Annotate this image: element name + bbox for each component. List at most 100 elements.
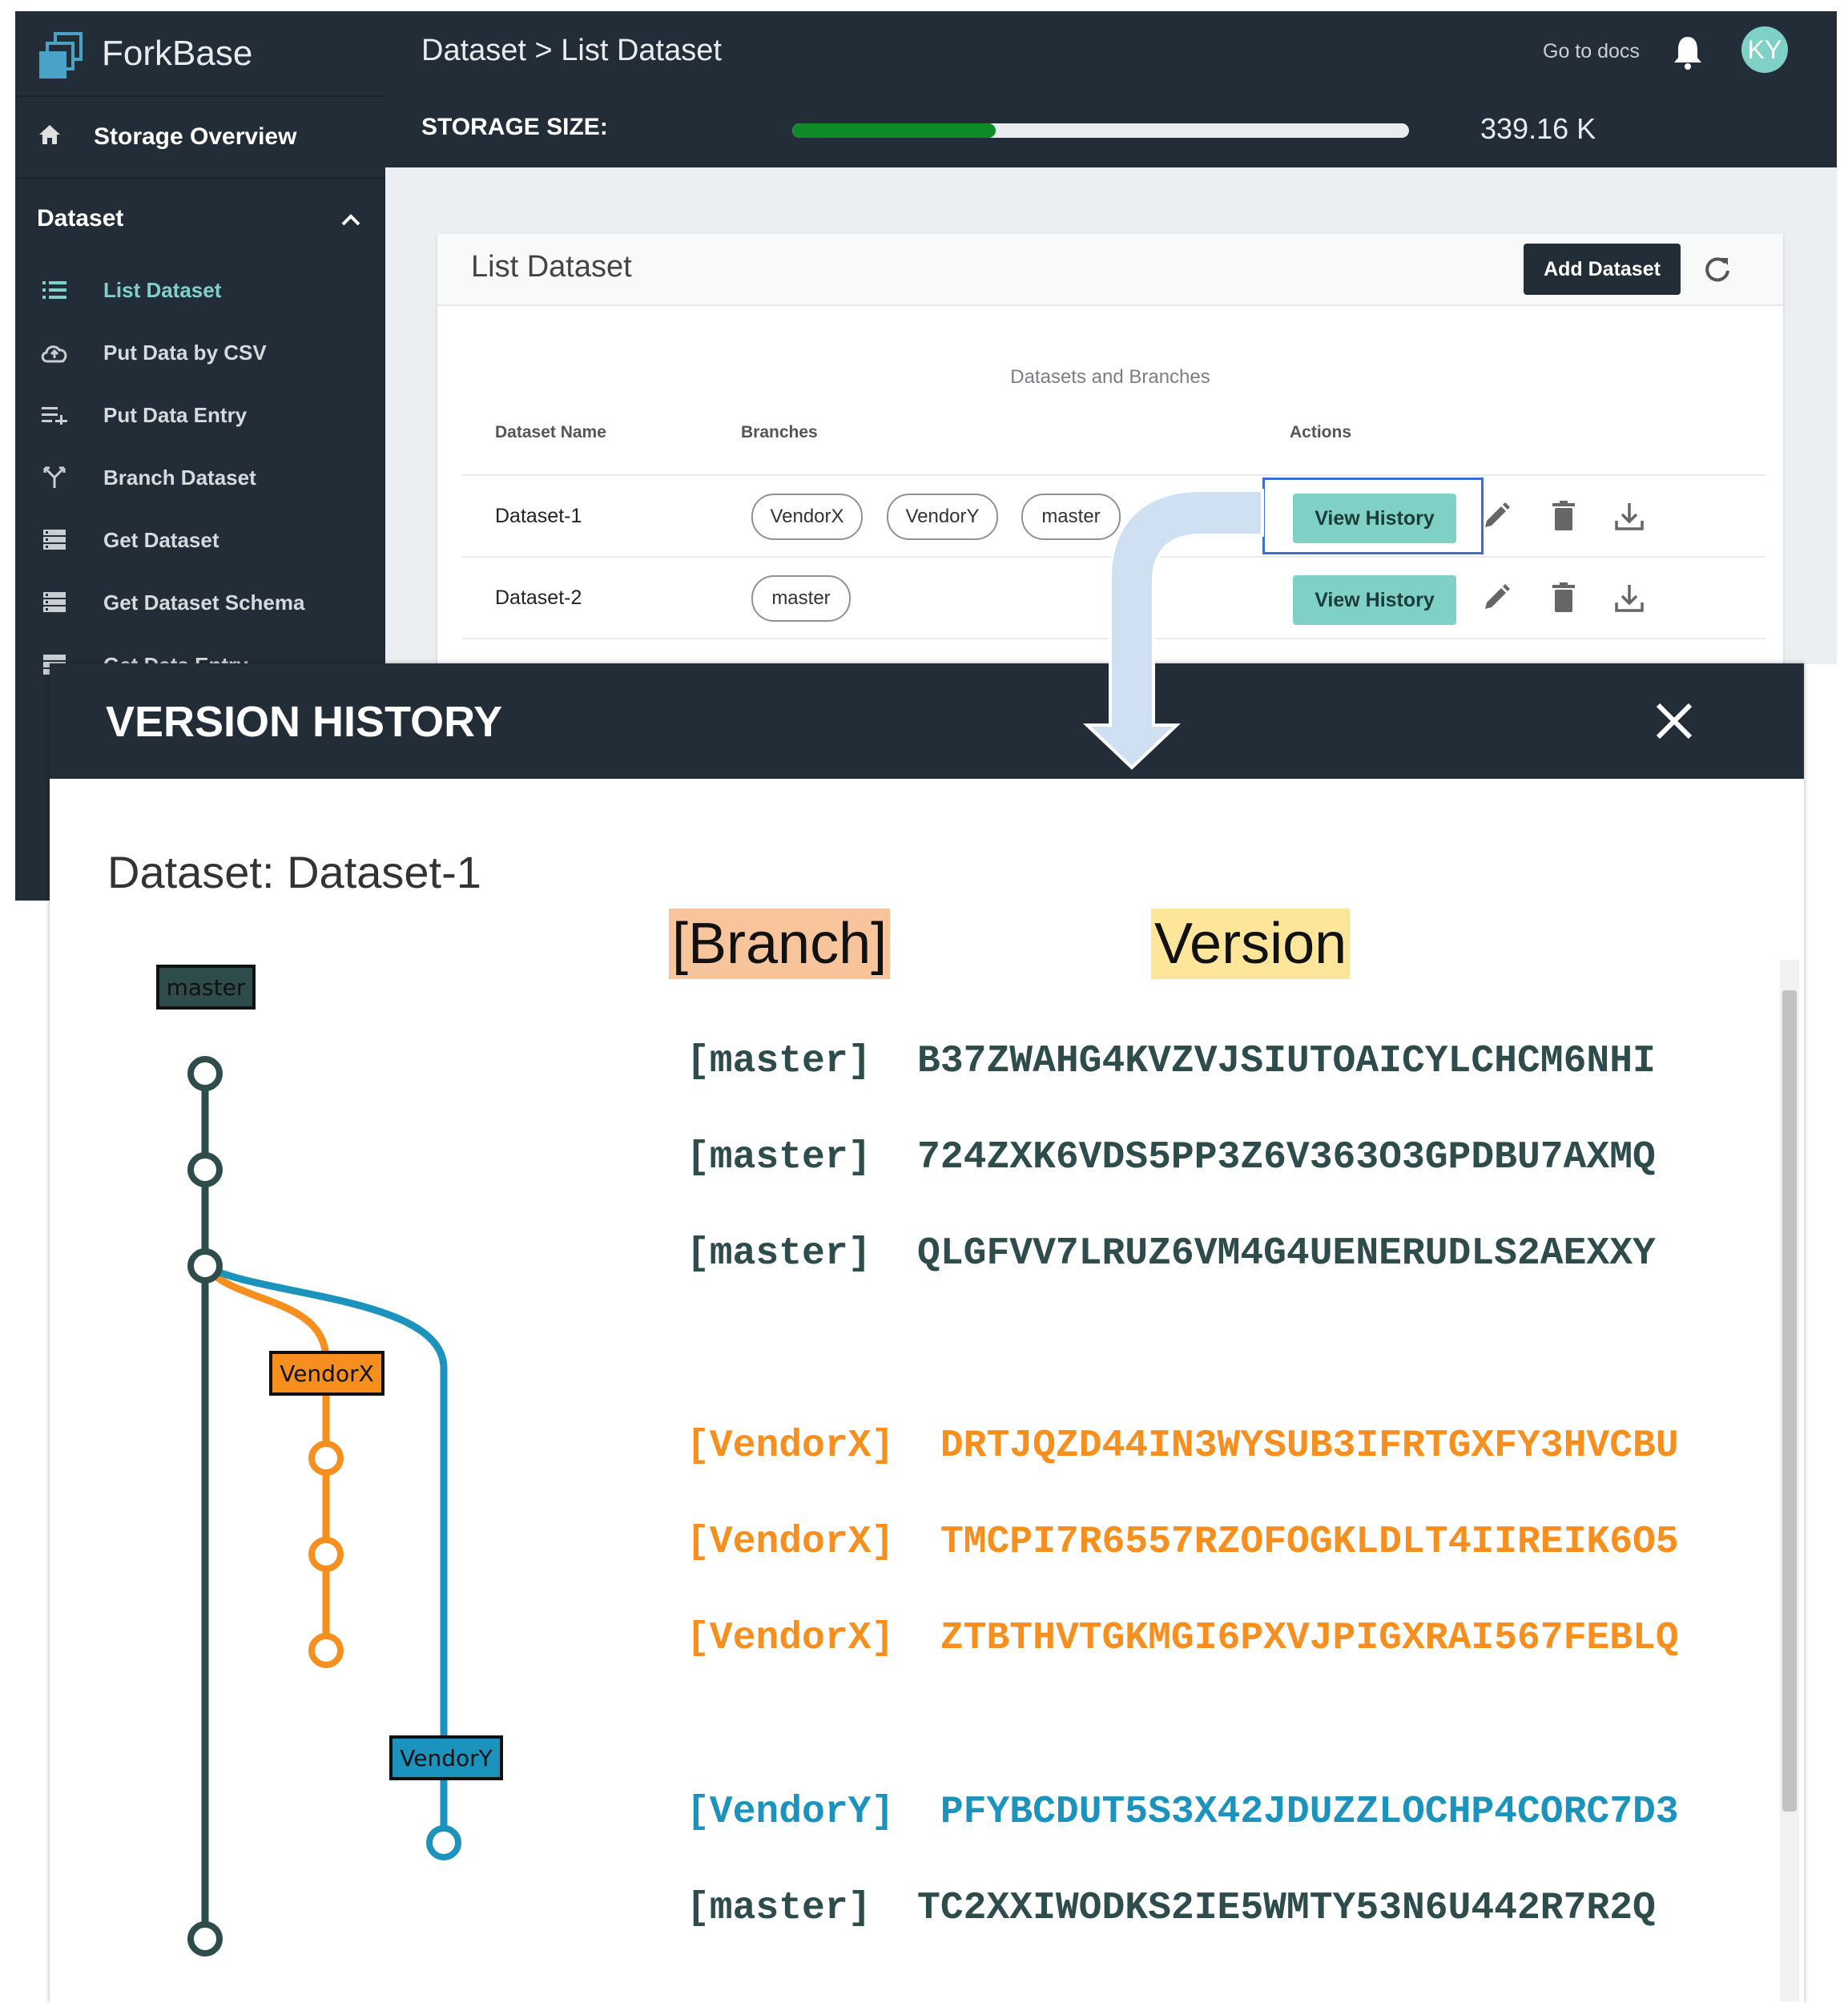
column-header-dataset-name: Dataset Name <box>495 423 606 441</box>
sidebar-item-label: Branch Dataset <box>103 465 256 490</box>
commit-node <box>187 1152 223 1187</box>
sidebar-item-put-data-entry[interactable]: Put Data Entry <box>15 384 385 446</box>
vendorx-branch-line <box>202 1263 330 1650</box>
scrollbar[interactable] <box>1780 960 1799 2001</box>
version-row[interactable]: [VendorX] ZTBTHVTGKMGI6PXVJPIGXRAI567FEB… <box>686 1617 1679 1660</box>
sidebar-item-branch-dataset[interactable]: Branch Dataset <box>15 446 385 509</box>
brand[interactable]: ForkBase <box>15 11 385 97</box>
view-history-button[interactable]: View History <box>1293 494 1456 543</box>
storage-size-label: STORAGE SIZE: <box>421 114 608 140</box>
version-branch: [master] <box>686 1887 872 1930</box>
edit-icon[interactable] <box>1479 580 1514 615</box>
card-title: List Dataset <box>471 250 632 284</box>
commit-node <box>187 1248 223 1284</box>
sidebar-item-label: Get Dataset <box>103 527 219 552</box>
version-hash: DRTJQZD44IN3WYSUB3IFRTGXFY3HVCBU <box>940 1425 1679 1468</box>
chevron-up-icon <box>340 205 361 232</box>
version-graph: master VendorX VendorY <box>156 965 503 1957</box>
dataset-label: Dataset: Dataset-1 <box>107 847 481 897</box>
branch-chip[interactable]: VendorY <box>887 494 998 540</box>
commit-node <box>308 1537 344 1572</box>
vendorx-tag-box <box>269 1351 384 1396</box>
column-header-actions: Actions <box>1290 423 1352 441</box>
branch-chip[interactable]: master <box>1021 494 1121 540</box>
avatar[interactable]: KY <box>1741 26 1788 73</box>
refresh-icon[interactable] <box>1701 253 1733 285</box>
commit-node <box>308 1633 344 1668</box>
storage-icon <box>38 530 71 550</box>
sidebar-item-label: Put Data by CSV <box>103 340 267 365</box>
version-row[interactable]: [VendorY] PFYBCDUT5S3X42JDUZZLOCHP4CORC7… <box>686 1791 1679 1834</box>
table-row: Dataset-1 VendorX VendorY master View Hi… <box>461 474 1765 558</box>
version-hash: 724ZXK6VDS5PP3Z6V363O3GPDBU7AXMQ <box>917 1136 1656 1179</box>
modal-title: VERSION HISTORY <box>106 698 503 746</box>
version-branch: [master] <box>686 1040 872 1083</box>
card-header: List Dataset Add Dataset <box>437 234 1783 306</box>
version-row[interactable]: [VendorX] TMCPI7R6557RZOFOGKLDLT4IIREIK6… <box>686 1521 1679 1564</box>
commit-node <box>187 1921 223 1957</box>
home-icon <box>38 123 70 152</box>
branch-chip[interactable]: VendorX <box>751 494 863 540</box>
version-row[interactable]: [master] B37ZWAHG4KVZVJSIUTOAICYLCHCM6NH… <box>686 1040 1656 1083</box>
scrollbar-thumb[interactable] <box>1782 990 1797 1812</box>
bell-icon[interactable] <box>1671 34 1705 71</box>
version-history-modal: VERSION HISTORY Dataset: Dataset-1 [Bran… <box>50 663 1804 2003</box>
version-hash: TMCPI7R6557RZOFOGKLDLT4IIREIK6O5 <box>940 1521 1679 1564</box>
table-row: Dataset-2 master View History <box>461 556 1765 639</box>
modal-header: VERSION HISTORY <box>50 663 1804 779</box>
breadcrumb: Dataset > List Dataset <box>421 34 722 67</box>
sidebar-item-put-data-csv[interactable]: Put Data by CSV <box>15 321 385 384</box>
version-branch: [VendorY] <box>686 1791 895 1834</box>
view-history-button[interactable]: View History <box>1293 575 1456 625</box>
delete-icon[interactable] <box>1546 580 1581 615</box>
edit-icon[interactable] <box>1479 498 1514 534</box>
list-icon <box>38 280 71 300</box>
table-caption: Datasets and Branches <box>1010 366 1210 388</box>
version-row[interactable]: [master] 724ZXK6VDS5PP3Z6V363O3GPDBU7AXM… <box>686 1136 1656 1179</box>
close-icon[interactable] <box>1652 699 1697 744</box>
storage-icon <box>38 592 71 613</box>
version-column-label: Version <box>1151 909 1351 979</box>
download-icon[interactable] <box>1612 580 1647 615</box>
docs-link[interactable]: Go to docs <box>1543 40 1640 62</box>
vendory-tag: VendorY <box>400 1745 493 1771</box>
master-tag-box <box>156 965 256 1010</box>
version-branch: [VendorX] <box>686 1617 895 1660</box>
download-icon[interactable] <box>1612 498 1647 534</box>
sidebar-item-get-dataset[interactable]: Get Dataset <box>15 509 385 571</box>
version-row[interactable]: [master] QLGFVV7LRUZ6VM4G4UENERUDLS2AEXX… <box>686 1232 1656 1276</box>
forkbase-logo-icon <box>39 31 83 79</box>
sidebar-item-label: Put Data Entry <box>103 402 248 427</box>
storage-size-value: 339.16 K <box>1480 112 1596 145</box>
section-title: Dataset <box>37 205 124 232</box>
version-row[interactable]: [VendorX] DRTJQZD44IN3WYSUB3IFRTGXFY3HVC… <box>686 1425 1679 1468</box>
version-row[interactable]: [master] TC2XXIWODKS2IE5WMTY53N6U442R7R2… <box>686 1887 1656 1930</box>
version-hash: ZTBTHVTGKMGI6PXVJPIGXRAI567FEBLQ <box>940 1617 1679 1660</box>
sidebar-item-storage-overview[interactable]: Storage Overview <box>15 97 385 179</box>
fork-icon <box>38 466 71 489</box>
sidebar-item-label: Storage Overview <box>94 123 297 150</box>
dataset-name: Dataset-2 <box>495 586 582 609</box>
view-history-highlight <box>1262 478 1484 554</box>
sidebar-item-label: Get Dataset Schema <box>103 590 305 615</box>
master-tag: master <box>167 974 246 1001</box>
app-name: ForkBase <box>102 33 253 73</box>
version-branch: [VendorX] <box>686 1521 895 1564</box>
delete-icon[interactable] <box>1546 498 1581 534</box>
cloud-upload-icon <box>38 342 71 363</box>
sidebar-item-get-dataset-schema[interactable]: Get Dataset Schema <box>15 571 385 634</box>
version-branch: [master] <box>686 1232 872 1276</box>
sidebar-item-list-dataset[interactable]: List Dataset <box>15 259 385 321</box>
top-bar: Dataset > List Dataset Go to docs KY STO… <box>385 11 1837 167</box>
table-divider <box>461 638 1765 639</box>
version-branch: [VendorX] <box>686 1425 895 1468</box>
branch-chip[interactable]: master <box>751 575 851 622</box>
version-hash: TC2XXIWODKS2IE5WMTY53N6U442R7R2Q <box>917 1887 1656 1930</box>
sidebar-section-dataset[interactable]: Dataset <box>15 179 385 259</box>
playlist-add-icon <box>38 405 71 425</box>
list-dataset-card: List Dataset Add Dataset Datasets and Br… <box>437 234 1783 683</box>
dataset-name: Dataset-1 <box>495 505 582 527</box>
version-branch: [master] <box>686 1136 872 1179</box>
add-dataset-button[interactable]: Add Dataset <box>1524 244 1681 295</box>
column-header-branches: Branches <box>741 423 818 441</box>
